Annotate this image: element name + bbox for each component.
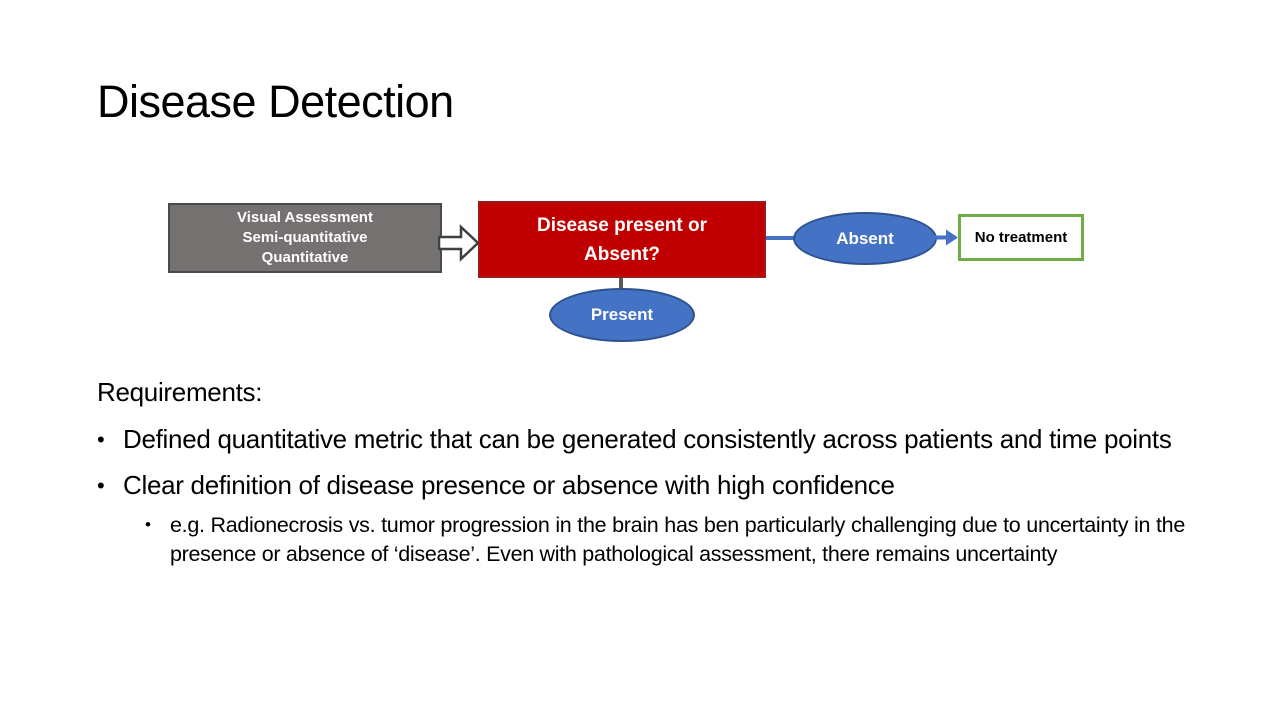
bullet-text: Clear definition of disease presence or … xyxy=(123,470,895,500)
bullet-item: • Defined quantitative metric that can b… xyxy=(97,423,1185,456)
absent-ellipse: Absent xyxy=(793,212,937,265)
requirements-heading: Requirements: xyxy=(97,377,263,407)
decision-box: Disease present or Absent? xyxy=(478,201,766,278)
connector-decision-to-absent xyxy=(766,236,795,240)
decision-box-label: Disease present or Absent? xyxy=(536,214,708,265)
present-label: Present xyxy=(590,305,654,324)
block-arrow-icon xyxy=(438,224,480,262)
bullet-glyph: • xyxy=(145,515,151,534)
sub-bullet-text: e.g. Radionecrosis vs. tumor progression… xyxy=(170,513,1185,566)
absent-label: Absent xyxy=(836,228,894,248)
present-ellipse: Present xyxy=(549,288,695,342)
assessment-line: Semi-quantitative xyxy=(242,229,368,246)
body-text: Requirements: • Defined quantitative met… xyxy=(97,377,1185,568)
assessment-box: Visual Assessment Semi-quantitative Quan… xyxy=(168,203,442,273)
sub-bullet-item: • e.g. Radionecrosis vs. tumor progressi… xyxy=(145,511,1185,568)
slide-title: Disease Detection xyxy=(97,76,454,127)
assessment-line: Visual Assessment xyxy=(237,209,373,226)
bullet-glyph: • xyxy=(97,427,105,452)
bullet-glyph: • xyxy=(97,473,105,498)
arrow-absent-to-no-treatment-icon xyxy=(928,229,958,246)
no-treatment-label: No treatment xyxy=(974,229,1068,246)
bullet-text: Defined quantitative metric that can be … xyxy=(123,424,1172,454)
no-treatment-box: No treatment xyxy=(958,214,1084,261)
assessment-line: Quantitative xyxy=(261,249,349,266)
connector-decision-to-present xyxy=(619,278,623,291)
bullet-item: • Clear definition of disease presence o… xyxy=(97,469,1185,502)
